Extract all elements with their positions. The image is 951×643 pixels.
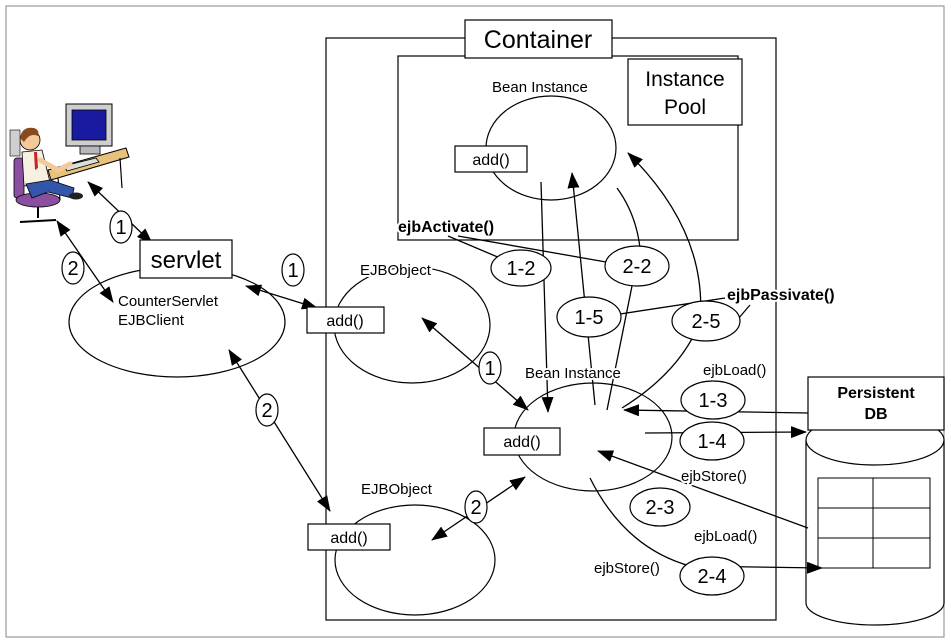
container-label: Container bbox=[484, 26, 592, 54]
active-bean-add-box bbox=[483, 427, 561, 456]
step-oval-2-2: 2-2 bbox=[604, 245, 670, 287]
arrow-passivate-1-5 bbox=[567, 172, 596, 406]
arrow-servlet-ejb-2 bbox=[228, 349, 331, 512]
step-oval-2-5: 2-5 bbox=[671, 300, 741, 342]
arrow-user-servlet-2 bbox=[56, 220, 114, 303]
database-cylinder-icon bbox=[805, 414, 945, 626]
step-label: 2 bbox=[67, 258, 78, 280]
ejb-object-bottom-add-box bbox=[307, 523, 391, 551]
step-oval-2-3: 2-3 bbox=[629, 487, 691, 527]
step-label: 2 bbox=[470, 497, 481, 519]
ejb-store-label-2: ejbStore() bbox=[594, 560, 660, 577]
step-label: 2 bbox=[261, 400, 272, 422]
step-oval-1-3: 1-3 bbox=[680, 380, 746, 420]
user-at-computer-icon bbox=[9, 103, 130, 223]
step-label: 2-5 bbox=[692, 311, 721, 333]
ejb-object-top-add-box bbox=[306, 306, 385, 334]
client-line2: EJBClient bbox=[118, 312, 185, 329]
container-label-box bbox=[464, 19, 613, 59]
step-label: 1 bbox=[287, 260, 298, 282]
ejb-object-bottom-label: EJBObject bbox=[361, 481, 433, 498]
database-label-box bbox=[807, 376, 945, 431]
ejb-object-top-add-method: add() bbox=[326, 313, 363, 330]
database-label-line1: Persistent bbox=[837, 385, 915, 402]
ejb-object-top-label: EJBObject bbox=[360, 262, 432, 279]
step-oval-user-2: 2 bbox=[61, 251, 85, 285]
ejb-load-label-2: ejbLoad() bbox=[694, 528, 757, 545]
line-activate-to-2-2 bbox=[457, 235, 607, 263]
arrow-activate-1-2 bbox=[540, 181, 554, 413]
step-oval-1-2: 1-2 bbox=[490, 249, 552, 287]
step-label: 1 bbox=[115, 217, 126, 239]
line-activate-2-2 bbox=[606, 187, 641, 411]
instance-pool-label-line2: Pool bbox=[664, 96, 706, 119]
step-oval-2-4: 2-4 bbox=[679, 556, 745, 596]
step-oval-user-1: 1 bbox=[109, 210, 133, 244]
arrow-servlet-ejb-1 bbox=[245, 284, 318, 310]
active-bean-label: Bean Instance bbox=[525, 365, 621, 382]
step-oval-1-4: 1-4 bbox=[679, 421, 745, 461]
ejb-load-label-1: ejbLoad() bbox=[703, 362, 766, 379]
ejb-passivate-label: ejbPassivate() bbox=[727, 287, 835, 304]
step-oval-ejb-bean-1: 1 bbox=[478, 351, 502, 385]
servlet-label: servlet bbox=[151, 247, 222, 274]
ejb-object-bottom bbox=[334, 504, 496, 616]
step-label: 1-2 bbox=[507, 258, 536, 280]
ejb-activate-label: ejbActivate() bbox=[398, 219, 494, 236]
pooled-bean-label: Bean Instance bbox=[492, 79, 588, 96]
active-bean-add-method: add() bbox=[503, 434, 540, 451]
line-activate-to-1-2 bbox=[447, 235, 501, 259]
line-passivate-to-2-5 bbox=[737, 304, 751, 320]
step-label: 1 bbox=[484, 358, 495, 380]
step-label: 2-2 bbox=[623, 256, 652, 278]
pooled-bean-add-method: add() bbox=[472, 152, 509, 169]
arrow-load-2-3 bbox=[597, 450, 809, 529]
ejb-store-label-1: ejbStore() bbox=[681, 468, 747, 485]
step-oval-servlet-ejb-2: 2 bbox=[255, 393, 279, 427]
step-oval-servlet-ejb-1: 1 bbox=[281, 253, 305, 287]
step-oval-1-5: 1-5 bbox=[556, 296, 622, 338]
step-label: 1-4 bbox=[698, 431, 727, 453]
step-label: 1-3 bbox=[699, 390, 728, 412]
arrow-store-2-4 bbox=[589, 477, 823, 574]
ejb-object-bottom-add-method: add() bbox=[330, 530, 367, 547]
instance-pool-label-box bbox=[627, 58, 743, 126]
step-label: 1-5 bbox=[575, 307, 604, 329]
arrow-ejb-bean-1 bbox=[421, 317, 529, 411]
client-line1: CounterServlet bbox=[118, 293, 219, 310]
step-label: 2-3 bbox=[646, 497, 675, 519]
step-oval-ejb-bean-2: 2 bbox=[464, 490, 488, 524]
servlet-box bbox=[139, 239, 233, 279]
database-label-line2: DB bbox=[864, 406, 887, 423]
instance-pool-label-line1: Instance bbox=[645, 68, 724, 91]
pooled-bean-add-box bbox=[454, 145, 528, 173]
step-label: 2-4 bbox=[698, 566, 727, 588]
